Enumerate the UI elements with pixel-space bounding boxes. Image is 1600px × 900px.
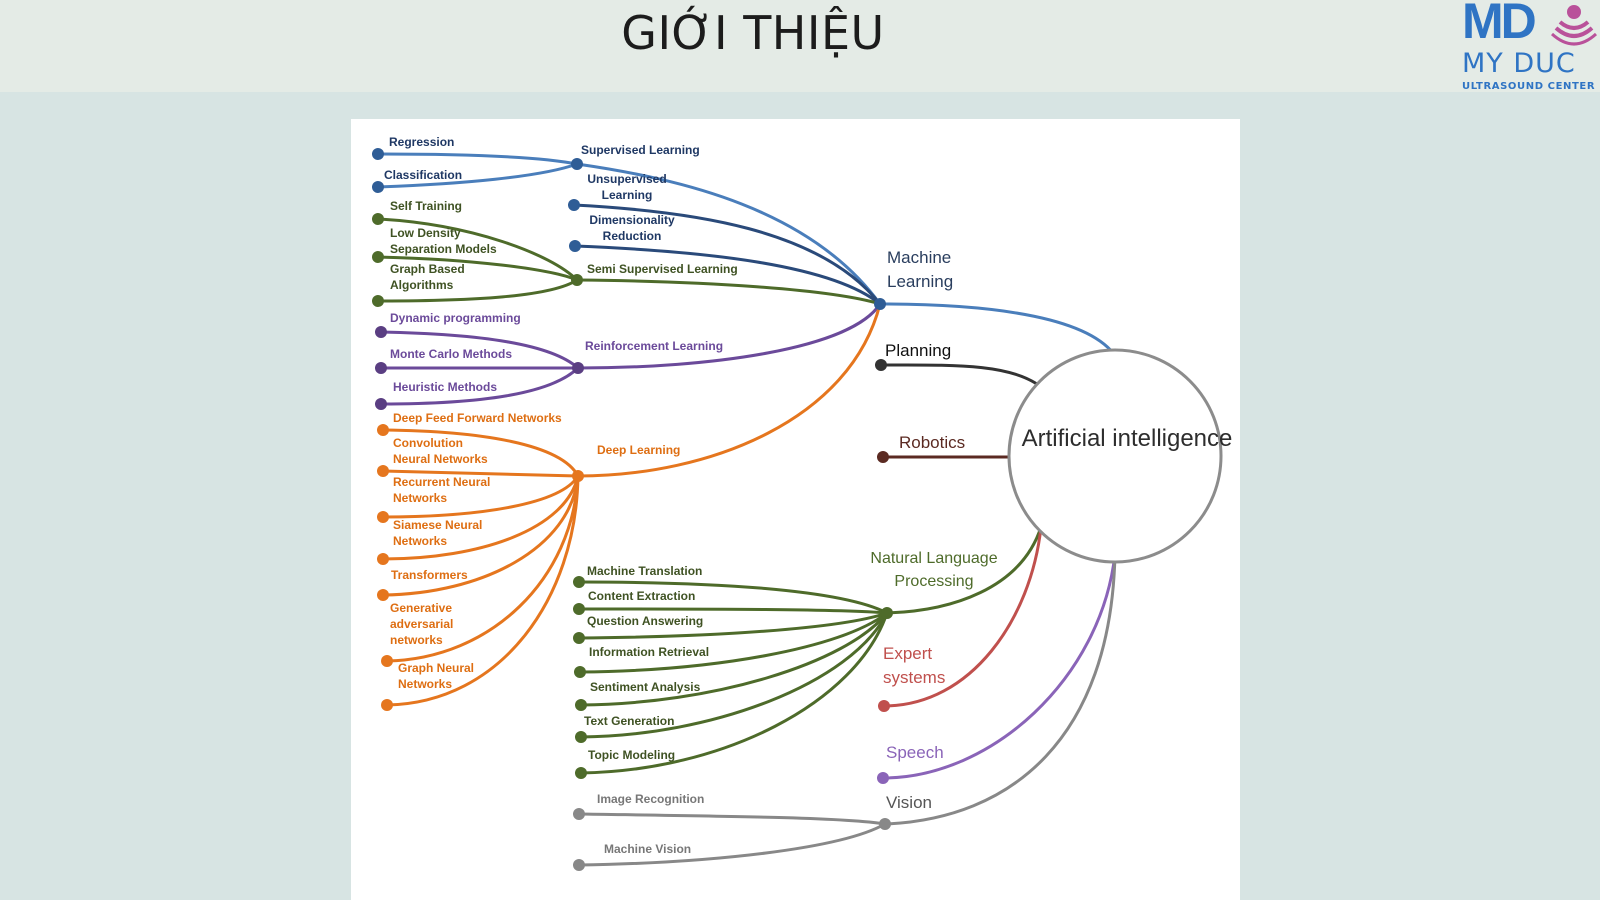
ml-deep-learning: Deep Learning	[597, 443, 681, 457]
ml-dimensionality: Dimensionality Reduction	[589, 213, 675, 243]
branch-planning: Planning	[885, 341, 952, 360]
leaf-low-density: Low Density Separation Models	[390, 226, 497, 256]
logo-mark: MD	[1462, 0, 1537, 49]
logo-wave-icon	[1550, 5, 1598, 46]
branch-speech: Speech	[886, 743, 944, 762]
leaf-convolution: Convolution Neural Networks	[393, 436, 488, 466]
leaf-topic-modeling: Topic Modeling	[588, 748, 676, 762]
branch-vision: Vision	[886, 793, 932, 812]
leaf-graph-neural: Graph Neural Networks	[398, 661, 475, 691]
leaf-deep-feed-forward: Deep Feed Forward Networks	[393, 411, 562, 425]
ai-node	[1007, 348, 1223, 564]
leaf-dynamic-programming: Dynamic programming	[390, 311, 521, 325]
branch-robotics: Robotics	[899, 433, 966, 452]
leaf-gan: Generative adversarial networks	[390, 601, 454, 647]
ml-semi-supervised: Semi Supervised Learning	[587, 262, 738, 276]
leaf-text-generation: Text Generation	[584, 714, 675, 728]
leaf-information-retrieval: Information Retrieval	[589, 645, 710, 659]
slide-header: GIỚI THIỆU MD MY DUC ULTRASOUND CENTER	[0, 0, 1600, 92]
leaf-heuristic: Heuristic Methods	[393, 380, 498, 394]
branch-nlp: Natural Language Processing	[870, 550, 998, 590]
leaf-question-answering: Question Answering	[587, 614, 704, 628]
logo-brand: MY DUC	[1462, 48, 1576, 79]
ml-reinforcement: Reinforcement Learning	[585, 339, 724, 353]
leaf-recurrent: Recurrent Neural Networks	[393, 475, 491, 505]
branch-expert-systems: Expert systems	[883, 644, 946, 687]
ml-supervised: Supervised Learning	[581, 143, 700, 157]
leaf-transformers: Transformers	[391, 568, 468, 582]
leaf-monte-carlo: Monte Carlo Methods	[390, 347, 512, 361]
leaf-machine-vision: Machine Vision	[604, 842, 692, 856]
leaf-sentiment-analysis: Sentiment Analysis	[590, 680, 701, 694]
leaf-machine-translation: Machine Translation	[587, 564, 703, 578]
leaf-self-training: Self Training	[390, 199, 463, 213]
branch-machine-learning: Machine Learning	[887, 248, 954, 291]
ml-unsupervised: Unsupervised Learning	[587, 172, 667, 202]
logo-subtitle: ULTRASOUND CENTER	[1462, 81, 1596, 92]
ai-label: Artificial intelligence	[1021, 425, 1233, 452]
leaf-content-extraction: Content Extraction	[588, 589, 696, 603]
my-duc-logo: MD MY DUC ULTRASOUND CENTER	[1460, 0, 1600, 92]
leaf-image-recognition: Image Recognition	[597, 792, 705, 806]
ai-mindmap: Artificial intelligence Machine Learning…	[351, 119, 1240, 900]
leaf-classification: Classification	[384, 168, 463, 182]
mindmap-connectors	[372, 148, 1223, 871]
leaf-graph-based: Graph Based Algorithms	[390, 262, 465, 292]
slide-title: GIỚI THIỆU	[621, 6, 885, 60]
leaf-siamese: Siamese Neural Networks	[393, 518, 483, 548]
leaf-regression: Regression	[389, 135, 455, 149]
